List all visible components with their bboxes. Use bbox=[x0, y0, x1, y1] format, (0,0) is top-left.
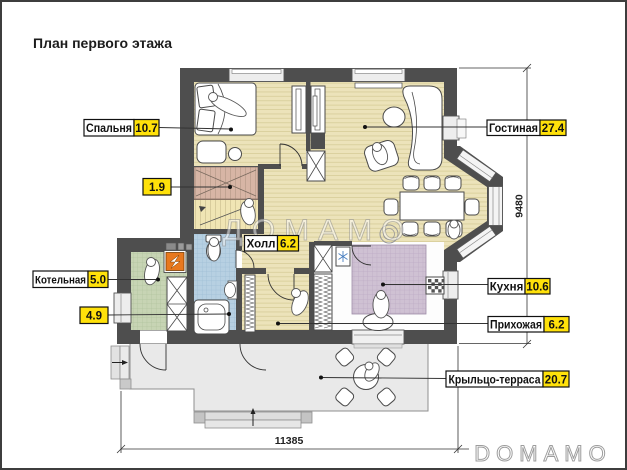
svg-text:План первого этажа: План первого этажа bbox=[33, 35, 172, 51]
svg-text:5.0: 5.0 bbox=[90, 275, 106, 287]
svg-text:Прихожая: Прихожая bbox=[490, 320, 542, 332]
svg-text:1.9: 1.9 bbox=[149, 182, 165, 194]
svg-text:6.2: 6.2 bbox=[280, 239, 296, 251]
svg-text:27.4: 27.4 bbox=[542, 123, 565, 135]
svg-text:10.7: 10.7 bbox=[135, 123, 157, 135]
svg-text:Котельная: Котельная bbox=[35, 275, 86, 287]
svg-text:9480: 9480 bbox=[514, 194, 526, 218]
svg-text:10.6: 10.6 bbox=[526, 282, 548, 294]
svg-text:4.9: 4.9 bbox=[86, 311, 102, 323]
svg-text:Холл: Холл bbox=[247, 239, 276, 251]
svg-text:Спальня: Спальня bbox=[86, 123, 132, 135]
svg-text:20.7: 20.7 bbox=[545, 375, 567, 387]
svg-text:Крыльцо-терраса: Крыльцо-терраса bbox=[449, 375, 542, 387]
svg-text:DOMAMO: DOMAMO bbox=[474, 441, 611, 466]
svg-text:11385: 11385 bbox=[275, 435, 304, 447]
svg-text:Гостиная: Гостиная bbox=[489, 123, 538, 135]
svg-text:6.2: 6.2 bbox=[549, 320, 565, 332]
svg-text:Кухня: Кухня bbox=[490, 282, 524, 294]
